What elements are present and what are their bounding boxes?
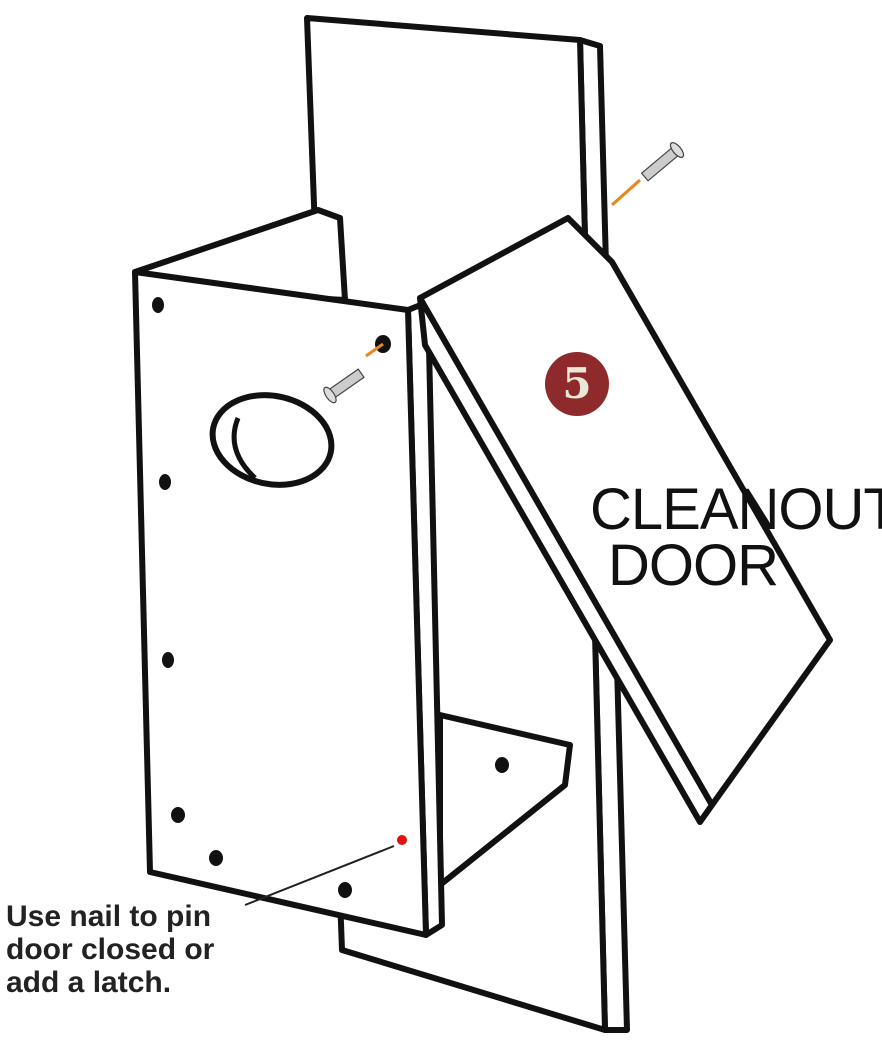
leader-line: [244, 845, 395, 906]
caption-line-2: door closed or: [6, 933, 215, 966]
caption-line-1: Use nail to pin: [6, 900, 212, 933]
door-label-line-1: CLEANOUT: [590, 477, 882, 542]
cleanout-door-label: CLEANOUT DOOR: [590, 477, 882, 598]
instruction-caption: Use nail to pin door closed or add a lat…: [6, 900, 214, 999]
door-label-line-2: DOOR: [608, 533, 779, 598]
caption-line-3: add a latch.: [6, 966, 172, 999]
screw-icon: [323, 342, 384, 404]
screw-icon: [611, 142, 685, 207]
front-board: [132, 269, 429, 938]
step-number-badge: 5: [545, 352, 609, 416]
nail-hole-marker: [397, 835, 407, 845]
nail-holes: [152, 297, 509, 898]
entrance-hole: [209, 392, 335, 488]
cleanout-door: [417, 215, 833, 808]
